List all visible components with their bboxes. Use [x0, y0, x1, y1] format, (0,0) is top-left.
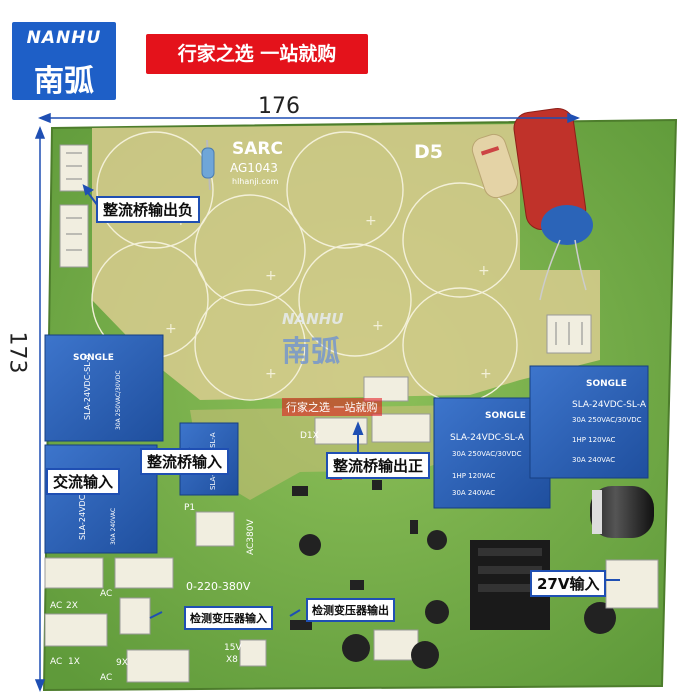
- callout-rectifier-input: 整流桥输入: [140, 448, 230, 475]
- electrolytic-capacitor: [590, 486, 654, 538]
- svg-text:+: +: [478, 263, 490, 279]
- svg-text:SLA-24VDC-SL-A: SLA-24VDC-SL-A: [83, 354, 92, 420]
- svg-text:P1: P1: [184, 503, 195, 513]
- connector-top-left-1: [59, 144, 89, 192]
- connector-mid-3: [363, 376, 409, 402]
- svg-text:+: +: [265, 268, 277, 284]
- svg-text:SLA-24VDC-SL-A: SLA-24VDC-SL-A: [78, 474, 87, 540]
- svg-text:SONGLE: SONGLE: [485, 411, 526, 421]
- svg-text:30A 240VAC: 30A 240VAC: [572, 456, 615, 464]
- callout-rectifier-output-positive: 整流桥输出正: [326, 452, 431, 479]
- svg-text:30A 240VAC: 30A 240VAC: [110, 508, 117, 545]
- callout-transformer-detect-output: 检测变压器输出: [306, 598, 395, 622]
- svg-text:+: +: [480, 366, 492, 382]
- callout-transformer-detect-input: 检测变压器输入: [184, 606, 273, 630]
- copper-pour: [92, 124, 600, 400]
- logo-english-text: NANHU: [26, 28, 102, 48]
- resistor-power: [471, 133, 519, 199]
- svg-text:+: +: [365, 213, 377, 229]
- connector-15v: [239, 639, 267, 667]
- svg-text:+: +: [372, 318, 384, 334]
- svg-text:1HP 120VAC: 1HP 120VAC: [572, 436, 616, 444]
- connector-ac-4: [119, 597, 151, 635]
- callout-rectifier-output-negative: 整流桥输出负: [96, 196, 201, 223]
- svg-text:1X: 1X: [68, 657, 80, 667]
- svg-text:1HP 120VAC: 1HP 120VAC: [452, 472, 496, 480]
- connector-top-left-2: [59, 204, 89, 268]
- svg-text:D1X: D1X: [300, 431, 319, 441]
- slogan-banner: 行家之选 一站就购: [146, 34, 368, 74]
- svg-text:SLA-24VDC-SL-A: SLA-24VDC-SL-A: [450, 433, 525, 443]
- svg-text:0-220-380V: 0-220-380V: [186, 580, 251, 593]
- silkscreen-labels: 0-220-380V AC380V AC AC AC AC 15V P1 1X …: [50, 431, 319, 683]
- board-site: hlhanji.com: [232, 177, 279, 186]
- board-model: AG1043: [230, 161, 278, 175]
- svg-text:SONGLE: SONGLE: [586, 379, 627, 389]
- watermark-chinese: 南弧: [282, 334, 341, 368]
- relay-left-bottom: SLA-24VDC-SL-A 30A 240VAC: [44, 444, 158, 554]
- svg-text:+: +: [265, 366, 277, 382]
- svg-text:30A 250VAC/30VDC: 30A 250VAC/30VDC: [452, 450, 522, 458]
- svg-text:AC: AC: [100, 673, 112, 683]
- svg-text:30A 250VAC/30VDC: 30A 250VAC/30VDC: [115, 370, 122, 430]
- logo-chinese-text: 南弧: [34, 64, 94, 99]
- svg-text:9X: 9X: [116, 658, 128, 668]
- connector-ac-1: [44, 557, 104, 589]
- svg-text:15V: 15V: [224, 643, 242, 653]
- svg-text:30A 240VAC: 30A 240VAC: [452, 489, 495, 497]
- connector-ac-3: [44, 613, 108, 647]
- svg-text:30A 250VAC/30VDC: 30A 250VAC/30VDC: [572, 416, 642, 424]
- dimension-arrows: [34, 112, 581, 693]
- height-dimension: 173: [4, 331, 30, 374]
- width-dimension: 176: [258, 94, 300, 119]
- connector-mid-low: [195, 511, 235, 547]
- connector-27v: [605, 559, 659, 609]
- connector-right: [546, 314, 592, 354]
- watermark-logo: NANHU 南弧: [282, 310, 343, 370]
- connector-ac-2: [114, 557, 174, 589]
- board-brand: SARC: [232, 139, 283, 159]
- svg-text:+: +: [165, 321, 177, 337]
- svg-text:AC: AC: [100, 589, 112, 599]
- svg-text:AC380V: AC380V: [246, 519, 256, 555]
- svg-text:X8: X8: [226, 655, 238, 665]
- connector-ac-5: [126, 649, 190, 683]
- watermark-english: NANHU: [282, 310, 344, 328]
- callout-ac-input: 交流输入: [46, 468, 121, 495]
- board-variant: D5: [414, 141, 443, 163]
- relay-right-back: SONGLE SLA-24VDC-SL-A 30A 250VAC/30VDC 1…: [529, 365, 649, 479]
- svg-text:AC: AC: [50, 657, 62, 667]
- svg-text:2X: 2X: [66, 601, 78, 611]
- relay-left-top: SONGLE SLA-24VDC-SL-A 30A 250VAC/30VDC: [44, 334, 164, 442]
- disc-capacitor-leads: [539, 239, 587, 301]
- watermark-slogan: 行家之选 一站就购: [282, 398, 382, 416]
- resistor-small: [201, 139, 215, 191]
- svg-text:SONGLE: SONGLE: [73, 353, 114, 363]
- connector-mid-2: [371, 413, 431, 443]
- brand-logo: NANHU 南弧: [12, 22, 116, 100]
- disc-capacitor: [541, 205, 593, 245]
- svg-text:SLA-24VDC-SL-A: SLA-24VDC-SL-A: [572, 400, 647, 410]
- svg-text:AC: AC: [50, 601, 62, 611]
- callout-27v-input: 27V输入: [530, 570, 607, 597]
